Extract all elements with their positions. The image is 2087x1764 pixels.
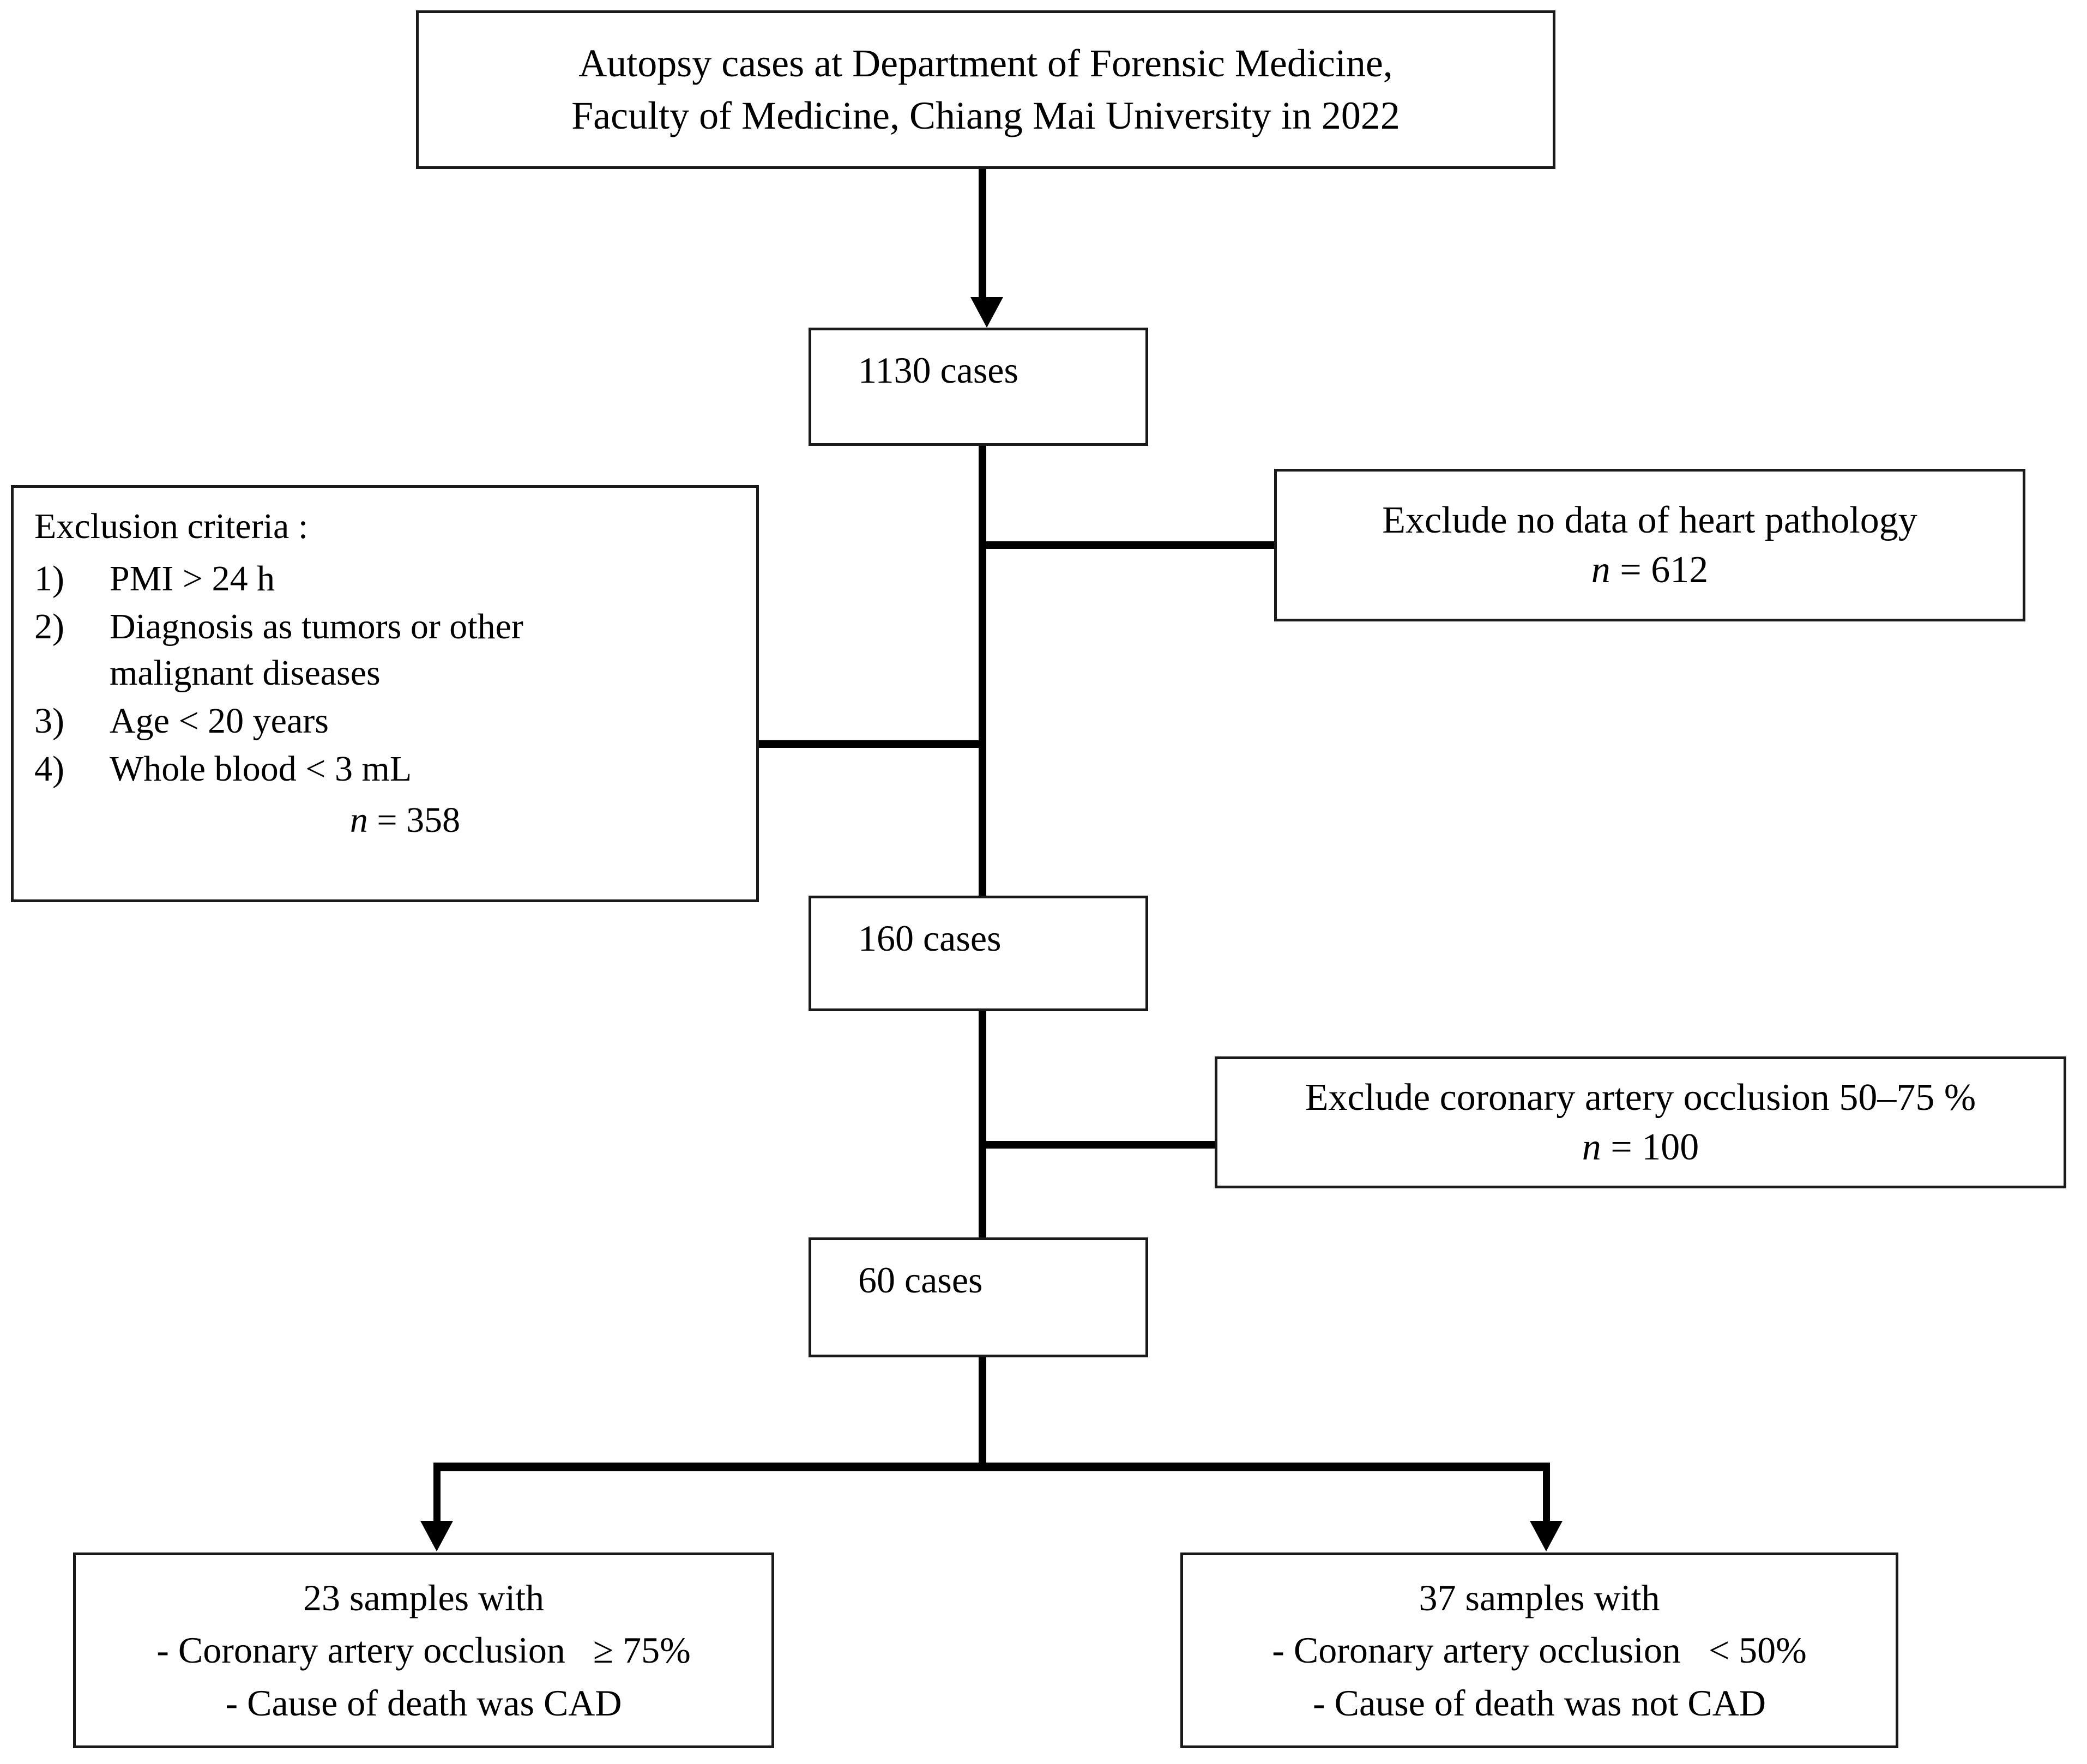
outcome-left-cause: - Cause of death was CAD: [225, 1682, 622, 1724]
connector-to-exclusion-criteria: [757, 740, 985, 748]
outcome-right-cause: - Cause of death was not CAD: [1313, 1682, 1766, 1724]
n-symbol: n: [1582, 1126, 1601, 1168]
exclusion-2-label: Exclude coronary artery occlusion 50–75 …: [1305, 1077, 1976, 1119]
split-bar: [433, 1463, 1550, 1471]
list-item: 2) Diagnosis as tumors or other malignan…: [34, 603, 743, 697]
n-symbol: n: [349, 800, 368, 840]
arrowhead-to-total-cases: [970, 297, 1003, 328]
exclusion-1-n: n = 612: [1591, 545, 1708, 595]
exclusion-criteria-n: n = 358: [34, 797, 743, 844]
node-exclusion-occlusion-range: Exclude coronary artery occlusion 50–75 …: [1215, 1056, 2066, 1188]
source-line-1: Autopsy cases at Department of Forensic …: [578, 41, 1393, 85]
node-final-cases: 60 cases: [809, 1237, 1148, 1357]
screened-cases-label: 160 cases: [858, 917, 1002, 959]
list-item: 1) PMI > 24 h: [34, 555, 743, 602]
outcome-right-occlusion: - Coronary artery occlusion < 50%: [1272, 1629, 1807, 1671]
connector-screened-to-final: [979, 1011, 986, 1237]
criterion-text: PMI > 24 h: [110, 558, 275, 599]
criterion-text: Diagnosis as tumors or other malignant d…: [110, 606, 523, 693]
outcome-left-occlusion: - Coronary artery occlusion ≥ 75%: [156, 1629, 691, 1671]
source-line-2: Faculty of Medicine, Chiang Mai Universi…: [571, 93, 1400, 137]
n-value: 612: [1651, 549, 1709, 591]
criterion-text: Age < 20 years: [110, 701, 329, 741]
node-source-population: Autopsy cases at Department of Forensic …: [416, 10, 1555, 169]
total-cases-label: 1130 cases: [858, 349, 1018, 391]
n-equals: =: [1601, 1126, 1642, 1168]
final-cases-label: 60 cases: [858, 1259, 983, 1301]
n-value: 100: [1642, 1126, 1699, 1168]
criterion-number: 2): [34, 606, 64, 647]
node-exclusion-heart-pathology: Exclude no data of heart pathology n = 6…: [1274, 469, 2025, 621]
arrowhead-to-outcome-left: [420, 1521, 453, 1551]
node-total-cases: 1130 cases: [809, 328, 1148, 446]
list-item: 4) Whole blood < 3 mL: [34, 746, 743, 793]
criterion-number: 1): [34, 558, 64, 599]
n-equals: =: [367, 800, 407, 840]
connector-to-exclusion-occlusion: [979, 1141, 1217, 1149]
connector-source-to-total: [979, 169, 986, 300]
connector-split-right: [1543, 1463, 1550, 1523]
connector-total-to-screened: [979, 446, 986, 896]
list-item: 3) Age < 20 years: [34, 698, 743, 745]
node-outcome-cad: 23 samples with - Coronary artery occlus…: [73, 1552, 774, 1748]
criterion-number: 3): [34, 701, 64, 741]
node-exclusion-criteria: Exclusion criteria : 1) PMI > 24 h 2) Di…: [11, 485, 759, 902]
connector-to-exclusion-heart-pathology: [979, 541, 1276, 549]
arrowhead-to-outcome-right: [1530, 1521, 1563, 1551]
exclusion-2-n: n = 100: [1582, 1122, 1699, 1172]
exclusion-criteria-list: 1) PMI > 24 h 2) Diagnosis as tumors or …: [34, 555, 743, 794]
criterion-text: Whole blood < 3 mL: [110, 748, 412, 789]
criterion-number: 4): [34, 748, 64, 789]
connector-final-to-split: [979, 1357, 986, 1470]
n-equals: =: [1610, 549, 1651, 591]
exclusion-criteria-title: Exclusion criteria :: [34, 506, 309, 546]
node-outcome-non-cad: 37 samples with - Coronary artery occlus…: [1180, 1552, 1898, 1748]
outcome-left-heading: 23 samples with: [303, 1576, 544, 1618]
connector-split-left: [433, 1463, 441, 1523]
node-screened-cases: 160 cases: [809, 896, 1148, 1011]
exclusion-1-label: Exclude no data of heart pathology: [1382, 499, 1917, 541]
outcome-right-heading: 37 samples with: [1419, 1576, 1660, 1618]
n-symbol: n: [1591, 549, 1611, 591]
n-value: 358: [406, 800, 461, 840]
